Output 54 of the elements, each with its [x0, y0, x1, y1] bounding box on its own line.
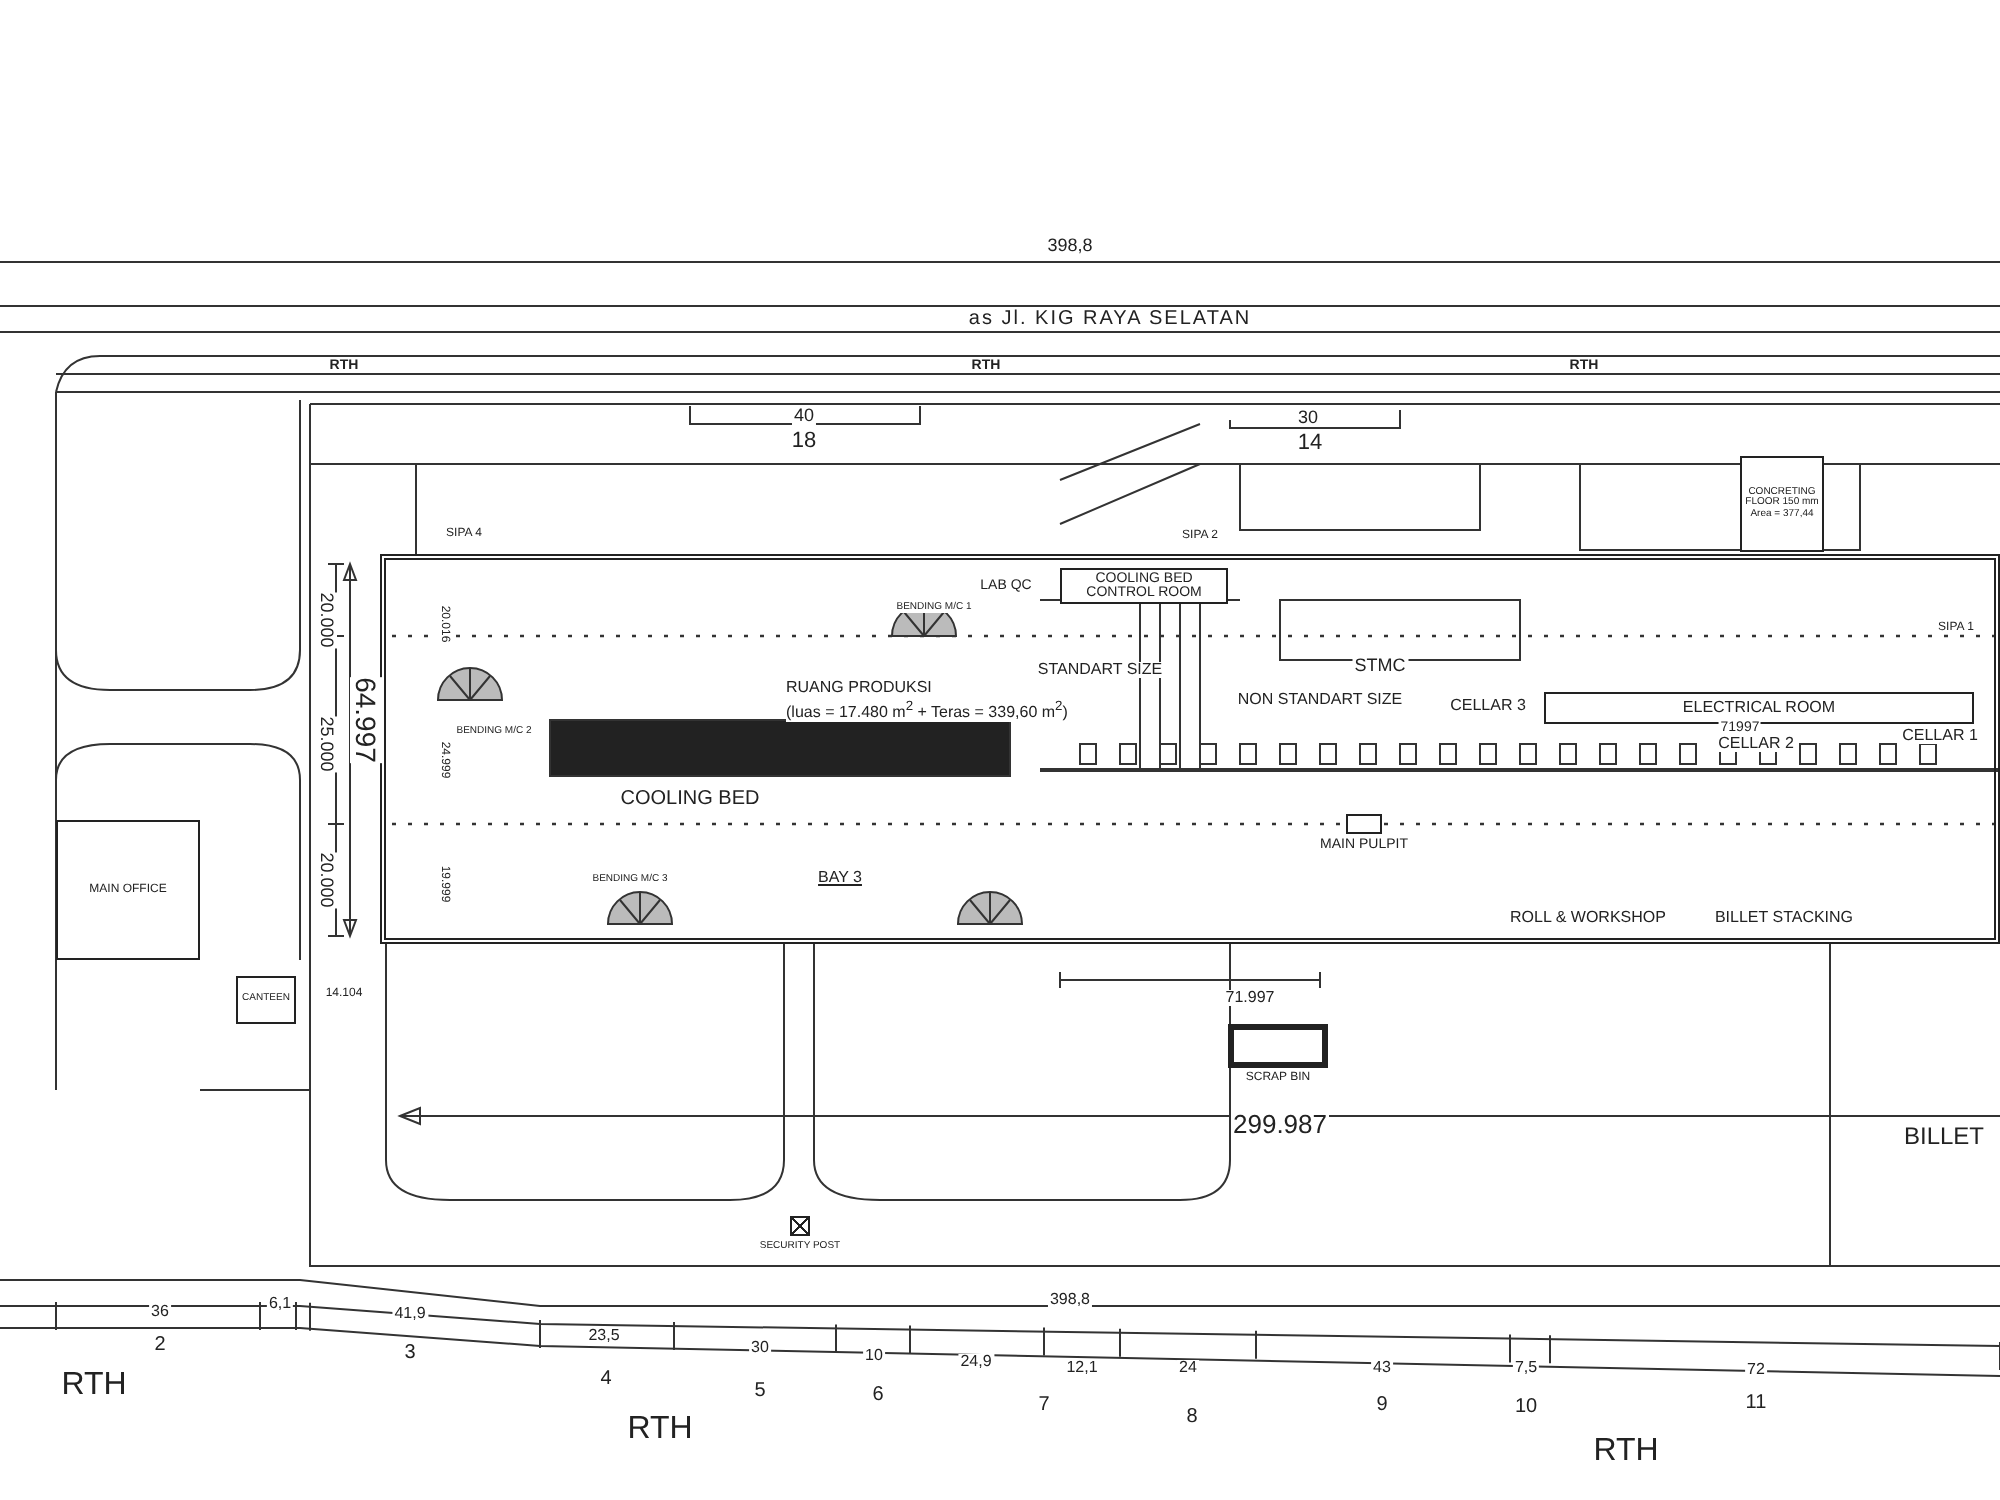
dimension-value: 41,9	[392, 1306, 428, 1322]
dimension-value: 6,1	[266, 1296, 294, 1312]
zone-label: COOLING BED	[618, 790, 762, 810]
room-label: RUANG PRODUKSI	[786, 680, 932, 697]
dimension-value: 72	[1745, 1362, 1767, 1378]
dimension-value: 23,5	[586, 1328, 622, 1344]
room-label: CELLAR 3	[1448, 698, 1528, 714]
dimension-value: 36	[149, 1304, 171, 1320]
zone-label: BILLET	[1901, 1124, 1987, 1148]
zone-label: STANDART SIZE	[1035, 662, 1165, 678]
dimension-value: 20.000	[315, 592, 337, 648]
dimension-value: 71.997	[1223, 990, 1277, 1006]
plot-number: 18	[789, 431, 819, 453]
dimension-value: 64.997	[350, 677, 382, 763]
dimension-value: 30	[749, 1340, 771, 1356]
plot-number: 7	[1036, 1396, 1052, 1416]
dimension-value: 24	[1177, 1360, 1199, 1376]
dimension-value: 40	[792, 407, 816, 425]
canteen-building	[236, 976, 296, 1024]
zone-label: BAY 3	[816, 870, 864, 886]
dimension-value: 299.987	[1231, 1111, 1329, 1137]
zone-label: NON STANDART SIZE	[1235, 692, 1405, 708]
dimension-value: 20.000	[315, 852, 337, 908]
plot-number: 3	[402, 1344, 418, 1364]
electrical-room	[1544, 692, 1974, 724]
room-label: CELLAR 1	[1900, 728, 1980, 744]
dimension-value: 24,9	[958, 1354, 994, 1370]
dimension-value: 25.000	[315, 716, 337, 772]
office-building	[56, 820, 200, 960]
plot-number: 5	[752, 1382, 768, 1402]
concrete-floor-area	[1740, 456, 1824, 552]
plot-number: 8	[1184, 1408, 1200, 1428]
plot-number: 11	[1743, 1394, 1769, 1414]
zone-label: ROLL & WORKSHOP	[1508, 910, 1668, 926]
plot-number: 10	[1512, 1398, 1540, 1418]
room-label: ELECTRICAL ROOM	[1682, 699, 1836, 717]
dimension-value: 398,8	[1045, 237, 1095, 255]
plot-number: 9	[1374, 1396, 1390, 1416]
control-room	[1060, 568, 1228, 604]
dimension-value: 398,8	[1047, 1292, 1093, 1308]
plot-number: 6	[870, 1386, 886, 1406]
dimension-value: 10	[863, 1348, 885, 1364]
zone-label: BILLET STACKING	[1712, 910, 1856, 926]
street-name: as Jl. KIG RAYA SELATAN	[966, 310, 1254, 330]
area-note: (luas = 17.480 m$^{2}$ + Teras = 339,60 m$^{2}$)	[786, 700, 1068, 723]
plot-number: 4	[598, 1370, 614, 1390]
plot-number: 14	[1295, 433, 1325, 455]
room-label: CELLAR 2	[1716, 736, 1796, 752]
dimension-value: 30	[1296, 409, 1320, 427]
zone-label: STMC	[1352, 657, 1408, 675]
plot-number: 2	[152, 1336, 168, 1356]
dimension-value: 7,5	[1512, 1360, 1540, 1376]
dimension-value: 12,1	[1064, 1360, 1100, 1376]
dimension-value: 43	[1371, 1360, 1393, 1376]
